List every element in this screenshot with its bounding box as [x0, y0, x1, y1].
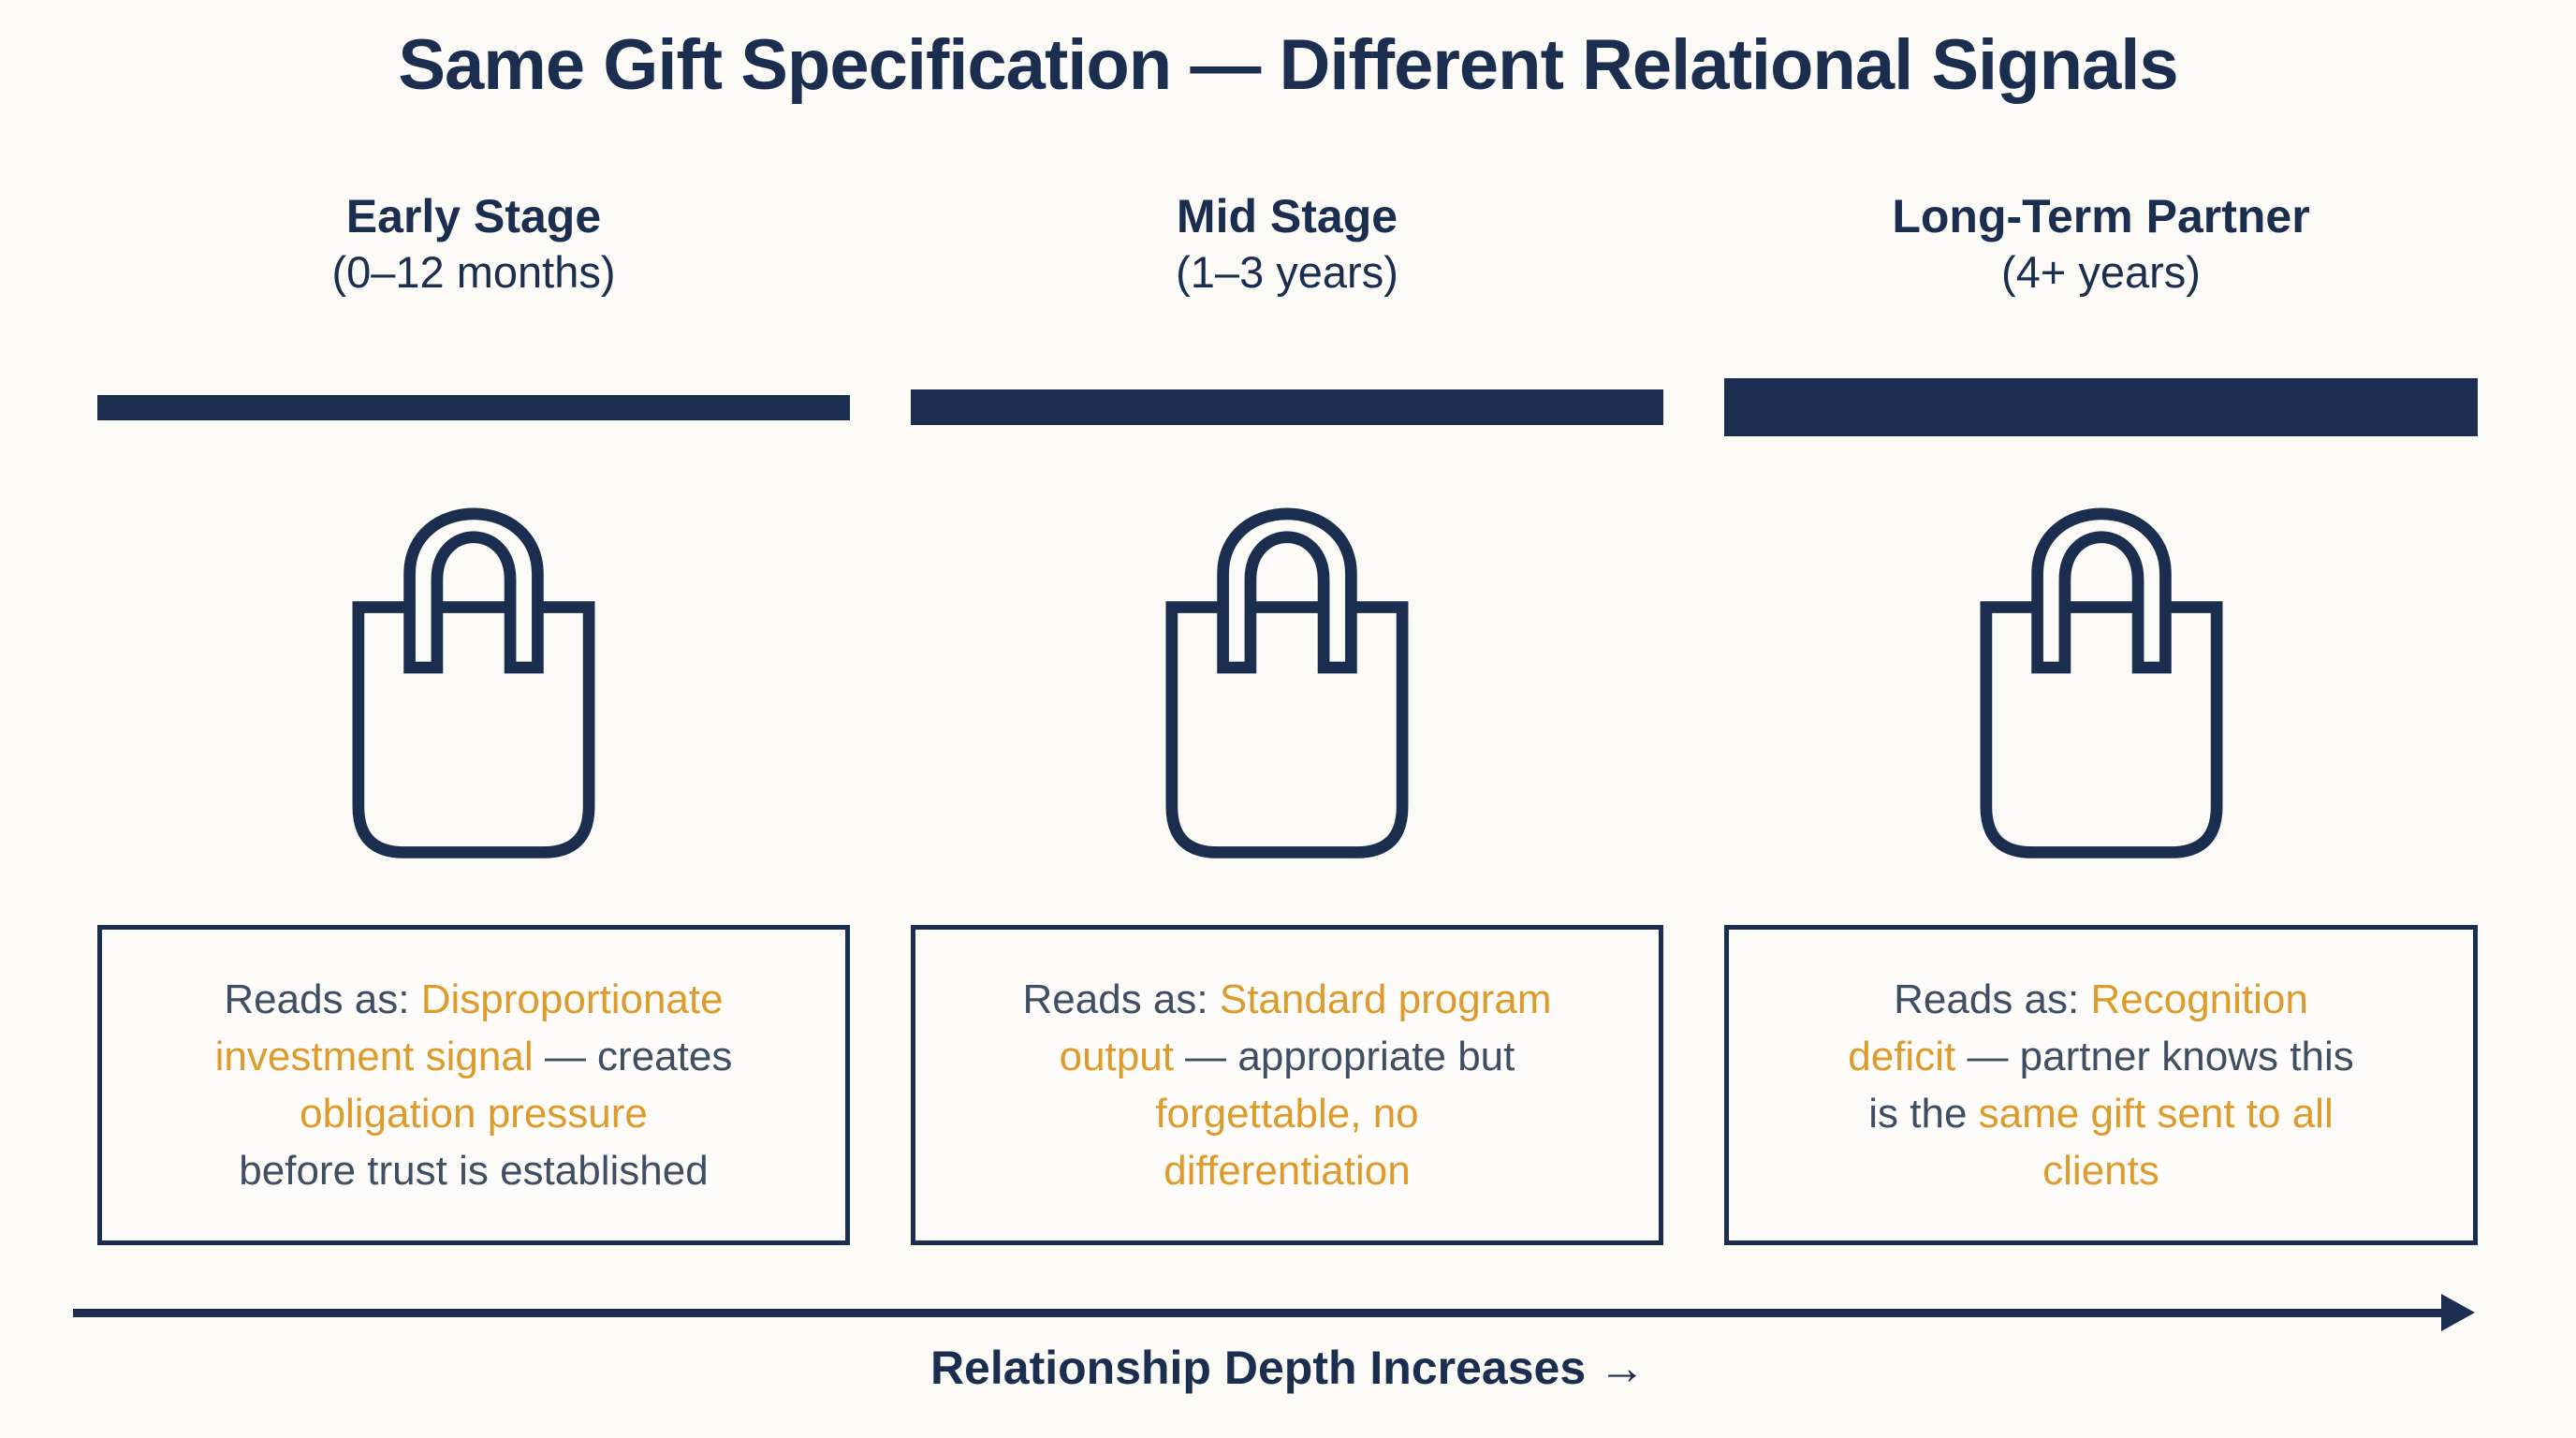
- reads-as-line: Reads as: Disproportionate: [102, 971, 845, 1028]
- reads-as-line: deficit — partner knows this: [1729, 1028, 2473, 1085]
- tote-bag-icon: [1980, 507, 2222, 858]
- text-segment: output: [1059, 1034, 1174, 1079]
- arrow-line: [73, 1308, 2441, 1317]
- gift-icon-wrap: [1147, 468, 1427, 871]
- text-segment: differentiation: [1164, 1148, 1411, 1194]
- text-segment: Recognition: [2090, 976, 2308, 1022]
- text-segment: obligation pressure: [300, 1091, 648, 1137]
- stage-period: (4+ years): [2001, 247, 2201, 297]
- text-segment: investment signal: [214, 1034, 534, 1079]
- stage-name: Long-Term Partner: [1892, 190, 2310, 242]
- text-segment: forgettable, no: [1155, 1091, 1419, 1137]
- reads-as-line: is the same gift sent to all: [1729, 1085, 2473, 1142]
- signal-bar-track: [1724, 378, 2478, 436]
- reads-as-line: Reads as: Recognition: [1729, 971, 2473, 1028]
- signal-bar-track: [911, 378, 1663, 436]
- stage-header: Mid Stage (1–3 years): [1176, 187, 1398, 301]
- stage-header: Early Stage (0–12 months): [331, 187, 615, 301]
- depth-axis-label: Relationship Depth Increases →: [929, 1342, 1647, 1394]
- reads-as-line: differentiation: [915, 1142, 1659, 1199]
- tote-bag-icon: [1165, 507, 1409, 858]
- text-segment: deficit: [1848, 1034, 1956, 1079]
- reads-as-line: output — appropriate but: [915, 1028, 1659, 1085]
- reads-as-box: Reads as: Standard program output — appr…: [911, 925, 1663, 1245]
- arrow-head-icon: [2441, 1294, 2475, 1331]
- stage-columns: Early Stage (0–12 months) Reads as: Disp…: [97, 187, 2478, 1245]
- text-segment: Reads as:: [224, 976, 421, 1022]
- column-early-stage: Early Stage (0–12 months) Reads as: Disp…: [97, 187, 850, 1245]
- column-long-term-partner: Long-Term Partner (4+ years) Reads as: R…: [1724, 187, 2478, 1245]
- reads-as-line: clients: [1729, 1142, 2473, 1199]
- text-segment: clients: [2042, 1148, 2159, 1194]
- reads-as-line: before trust is established: [102, 1142, 845, 1199]
- text-segment: same gift sent to all: [1978, 1091, 2334, 1137]
- text-segment: is the: [1868, 1091, 1979, 1137]
- gift-icon-wrap: [1961, 468, 2242, 871]
- text-segment: — creates: [533, 1034, 733, 1079]
- stage-name: Early Stage: [345, 190, 602, 242]
- reads-as-line: obligation pressure: [102, 1085, 845, 1142]
- reads-as-line: Reads as: Standard program: [915, 971, 1659, 1028]
- stage-period: (1–3 years): [1176, 247, 1398, 297]
- text-segment: Reads as:: [1894, 976, 2091, 1022]
- column-mid-stage: Mid Stage (1–3 years) Reads as: Standard…: [911, 187, 1663, 1245]
- stage-period: (0–12 months): [331, 247, 616, 297]
- reads-as-line: investment signal — creates: [102, 1028, 845, 1085]
- stage-header: Long-Term Partner (4+ years): [1892, 187, 2309, 301]
- text-segment: Reads as:: [1022, 976, 1220, 1022]
- text-segment: — partner knows this: [1955, 1034, 2354, 1079]
- reads-as-box: Reads as: Recognition deficit — partner …: [1724, 925, 2478, 1245]
- text-segment: Disproportionate: [420, 976, 724, 1022]
- page-title: Same Gift Specification — Different Rela…: [398, 25, 2178, 105]
- stage-name: Mid Stage: [1176, 190, 1398, 242]
- depth-axis-arrow: [73, 1294, 2475, 1331]
- gift-icon-wrap: [333, 468, 614, 871]
- text-segment: — appropriate but: [1173, 1034, 1515, 1079]
- reads-as-box: Reads as: Disproportionate investment si…: [97, 925, 850, 1245]
- signal-strength-bar: [1724, 378, 2478, 436]
- signal-bar-track: [97, 378, 850, 436]
- reads-as-line: forgettable, no: [915, 1085, 1659, 1142]
- signal-strength-bar: [97, 394, 850, 420]
- tote-bag-icon: [352, 507, 595, 858]
- text-segment: Standard program: [1219, 976, 1552, 1022]
- text-segment: before trust is established: [239, 1148, 709, 1194]
- signal-strength-bar: [911, 389, 1663, 425]
